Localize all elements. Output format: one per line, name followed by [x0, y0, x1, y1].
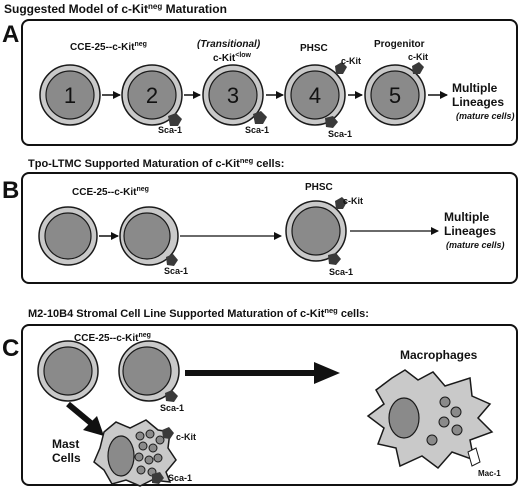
svg-text:5: 5	[389, 83, 401, 108]
cell-stage-5: 5	[364, 62, 426, 126]
panel-c-frame	[21, 324, 518, 486]
ckit-label: c-Kit	[341, 56, 361, 66]
panel-c-heading: M2-10B4 Stromal Cell Line Supported Matu…	[28, 306, 369, 320]
ckit-marker	[412, 62, 424, 74]
sca1-marker	[152, 472, 164, 484]
sca1-label: Sca-1	[164, 266, 188, 276]
sca1-label: Sca-1	[328, 129, 352, 139]
panel-c-cce-label: CCE-25--c-Kitneg	[74, 332, 151, 344]
panel-b-heading: Tpo-LTMC Supported Maturation of c-Kitne…	[28, 156, 284, 170]
sca1-marker	[165, 390, 178, 402]
sca1-marker	[166, 254, 178, 266]
panel-a-kit-low-label: c-Kit<low	[213, 52, 252, 64]
panel-b-outcome-sub: (mature cells)	[446, 240, 505, 250]
panel-a-letter: A	[2, 21, 19, 48]
cell-b-phsc	[285, 197, 347, 265]
panel-a-outcome-line2: Lineages	[452, 95, 504, 109]
arrow-to-macrophage-head	[314, 362, 340, 384]
cell-stage-1: 1	[39, 64, 101, 126]
cell-stage-2: 2	[121, 64, 183, 126]
panel-a-frame	[21, 19, 518, 146]
panel-a-cce-label: CCE-25--c-Kitneg	[70, 41, 147, 53]
sca1-label: Sca-1	[245, 125, 269, 135]
arrow-to-mast-shaft	[66, 401, 94, 427]
panel-b-frame	[21, 172, 518, 284]
panel-b-cce-label: CCE-25--c-Kitneg	[72, 186, 149, 198]
panel-b-phsc-label: PHSC	[305, 182, 333, 193]
figure-title: Suggested Model of c-Kitneg Maturation	[4, 2, 227, 16]
svg-text:2: 2	[146, 83, 158, 108]
cell-stage-4: 4	[284, 62, 347, 128]
macrophage-cell	[366, 369, 494, 470]
mast-label-line2: Cells	[52, 451, 81, 465]
sca1-label: Sca-1	[158, 125, 182, 135]
sca1-marker	[253, 111, 267, 124]
svg-text:3: 3	[227, 83, 239, 108]
svg-text:4: 4	[309, 83, 321, 108]
mast-cell	[93, 419, 177, 487]
panel-a-progenitor-label: Progenitor	[374, 39, 425, 50]
cell-b-1	[38, 206, 98, 266]
ckit-marker	[335, 197, 347, 209]
cell-c-2	[118, 340, 180, 402]
panel-a-phsc-label: PHSC	[300, 43, 328, 54]
ckit-label: c-Kit	[343, 196, 363, 206]
sca1-label: Sca-1	[329, 267, 353, 277]
svg-text:1: 1	[64, 83, 76, 108]
sca1-marker	[168, 113, 182, 126]
cell-b-2	[119, 206, 179, 266]
panel-a-transitional-label: (Transitional)	[197, 39, 261, 50]
sca1-marker	[328, 253, 341, 265]
panel-b-outcome-line2: Lineages	[444, 224, 496, 238]
mast-label-line1: Mast	[52, 437, 79, 451]
mac1-marker	[467, 447, 481, 467]
arrow-to-mast-head	[83, 416, 104, 436]
ckit-marker	[162, 427, 174, 439]
mac1-label: Mac-1	[478, 469, 501, 478]
cell-c-1	[37, 340, 99, 402]
sca1-label: Sca-1	[160, 403, 184, 413]
cell-stage-3: 3	[202, 64, 267, 126]
sca1-marker	[325, 116, 338, 128]
panel-a-outcome-sub: (mature cells)	[456, 111, 515, 121]
ckit-label: c-Kit	[408, 52, 428, 62]
mast-sca1-label: Sca-1	[168, 473, 192, 483]
panel-a-outcome-line1: Multiple	[452, 81, 498, 95]
mast-ckit-label: c-Kit	[176, 432, 196, 442]
panel-b-letter: B	[2, 177, 19, 204]
panel-b-outcome-line1: Multiple	[444, 210, 490, 224]
macrophages-label: Macrophages	[400, 348, 478, 362]
ckit-marker	[335, 62, 347, 74]
panel-c-letter: C	[2, 335, 19, 362]
